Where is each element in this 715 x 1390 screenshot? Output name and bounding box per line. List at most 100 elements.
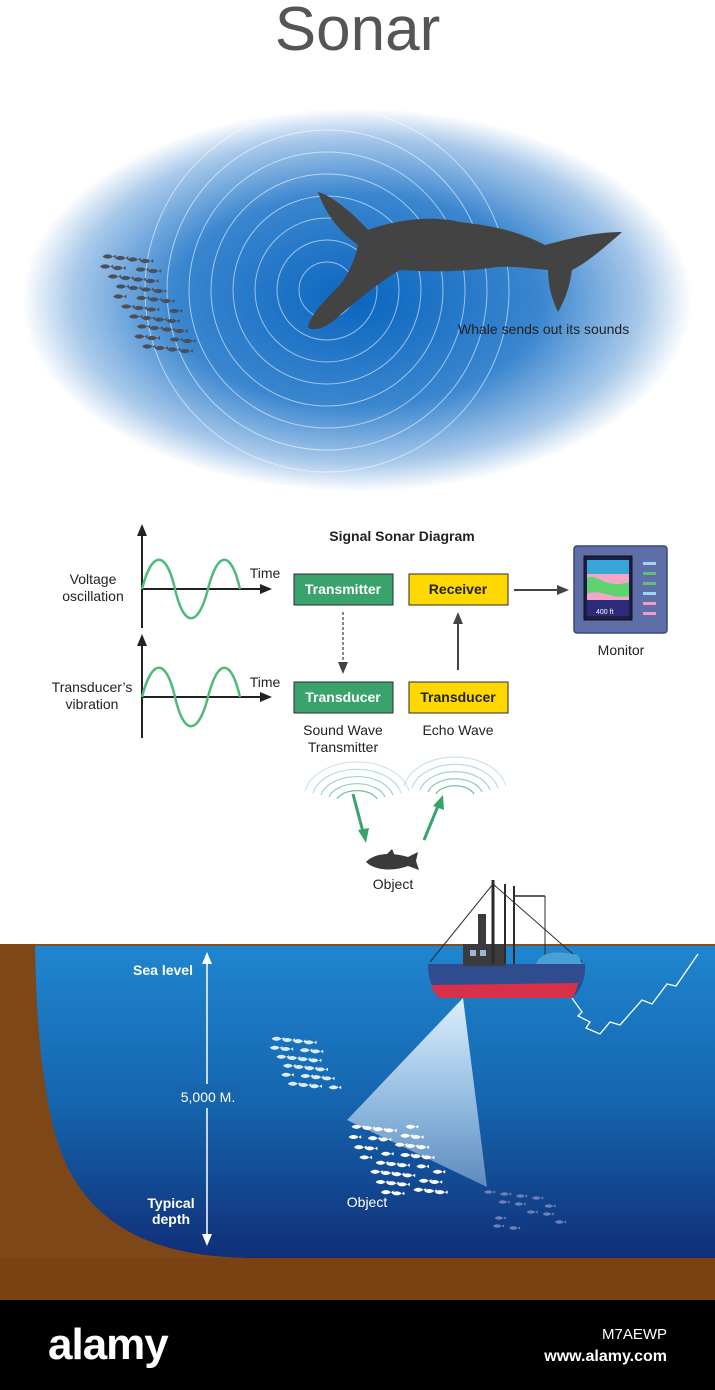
fish-icon [134,334,148,339]
fish-icon [386,1161,399,1167]
diagram-heading: Signal Sonar Diagram [329,528,474,544]
fish-icon [276,1054,289,1059]
arrow-up-icon [453,612,463,624]
voltage-label-line1: Voltage [70,571,117,587]
fish-icon [378,1137,392,1142]
fish-icon [411,1134,424,1140]
fish-school [484,1190,567,1230]
fish-icon [149,325,163,331]
fish-icon [381,1170,394,1176]
fish-icon [432,1169,446,1174]
fish-icon [298,1057,311,1062]
fish-school [269,1036,342,1090]
fish-icon [99,264,114,269]
fish-icon [498,1200,510,1204]
fish-icon [127,257,141,262]
fish-icon [147,268,162,274]
object-caption: Object [347,1194,388,1210]
fish-school [99,254,196,354]
arrow-down-icon [338,662,348,674]
whale-sonar-scene: Whale sends out its sounds [22,107,692,492]
fish-icon [282,1037,295,1043]
sound-wave-arcs [304,761,410,800]
fish-icon [142,344,156,349]
transmitter-box: Transmitter [293,573,394,606]
fish-icon [141,315,155,321]
fish-icon [113,294,127,299]
fish-icon [135,267,149,272]
fish-icon [128,285,142,291]
axis-arrow-icon [137,524,147,536]
fish-icon [136,324,151,329]
sonar-illustration: Whale sends out its sounds Signal Sonar … [0,107,715,1300]
fish-icon [397,1182,410,1187]
fish-icon [400,1133,413,1138]
arrow-down-icon [358,828,369,843]
fish-icon [397,1163,410,1168]
fish-icon [411,1154,424,1159]
fish-icon [283,1063,296,1068]
fish-icon [115,284,129,289]
fish-icon [293,1039,306,1044]
fish-icon [169,308,183,314]
fish-icon [315,1067,328,1072]
fish-icon [133,305,147,311]
fish-icon [400,1152,413,1158]
fish-icon [514,1202,526,1206]
fish-icon [429,1179,443,1185]
fish-icon [354,1145,367,1150]
fish-icon [309,1084,322,1089]
echo-arrow [422,805,440,841]
fish-icon [364,1146,378,1151]
fish-icon [348,1134,362,1140]
arrow-down-icon [202,1234,212,1246]
fish-icon [421,1155,435,1160]
whale-silhouette [308,192,622,330]
fish-icon [128,314,143,319]
fish-icon [146,307,160,312]
fish-icon [424,1188,437,1194]
fish-icon [367,1136,381,1141]
transducer-send-label: Transducer [305,689,381,705]
brand-logo: alamy [48,1320,169,1369]
fish-icon [280,1046,294,1052]
vibration-label-line1: Transducer’s [52,679,133,695]
fish-icon [174,328,188,334]
signal-sonar-diagram: Signal Sonar Diagram Voltage oscillation… [52,524,668,892]
fish-icon [140,258,154,264]
fishing-boat [428,880,586,998]
voltage-wave [140,558,242,620]
fish-icon [544,1204,556,1208]
fish-icon [508,1226,521,1230]
image-id: M7AEWP [601,1326,667,1343]
receiver-label: Receiver [429,581,488,597]
fish-icon [405,1143,419,1149]
fish-icon [416,1145,429,1150]
voltage-graph: Voltage oscillation Time [62,524,281,628]
fish-icon [132,277,147,282]
fish-icon [153,288,167,294]
fish-icon [416,1164,429,1169]
ping-arrow [351,793,365,833]
fish-icon [310,1049,324,1054]
fish-icon [554,1220,567,1224]
fish-icon [359,1155,372,1160]
sound-wave-caption-line1: Sound Wave [303,722,383,738]
axis-arrow-icon [260,584,272,594]
fish-icon [494,1216,506,1220]
transducer-receive-box: Transducer [408,681,509,714]
fish-icon [492,1224,505,1228]
fish-icon [169,337,183,342]
fish-icon [153,317,168,322]
fish-icon [413,1187,426,1192]
fish-icon [112,265,126,271]
fish-icon [542,1212,554,1216]
typical-depth-line2: depth [152,1211,190,1227]
footer-bar: alamy M7AEWP www.alamy.com [0,1300,715,1390]
fish-school [348,1124,448,1196]
fish-icon [526,1210,538,1214]
fish-icon [386,1181,399,1186]
fish-icon [405,1124,419,1129]
sound-wave-caption-line2: Transmitter [308,739,379,755]
fish-object-icon [366,849,419,870]
